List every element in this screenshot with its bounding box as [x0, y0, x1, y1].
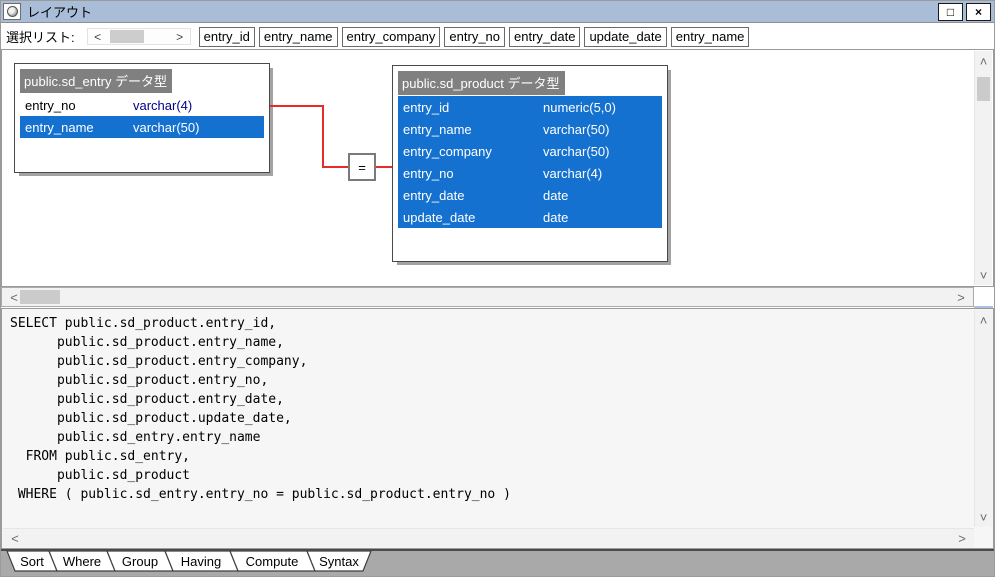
field-chip-entry-name-2[interactable]: entry_name	[670, 26, 750, 47]
column-row-entry-no[interactable]: entry_no varchar(4)	[398, 162, 662, 184]
view-tab-strip: Sort Where Group Having Compute Syntax	[1, 549, 994, 576]
svg-text:Sort: Sort	[20, 554, 44, 569]
column-row-entry-id[interactable]: entry_id numeric(5,0)	[398, 96, 662, 118]
tab-group[interactable]: Group	[106, 551, 174, 572]
table-sd-entry-header[interactable]: public.sd_entry データ型	[20, 69, 173, 93]
table-sd-product[interactable]: public.sd_product データ型 entry_id numeric(…	[392, 65, 668, 262]
sql-line: FROM public.sd_entry,	[10, 449, 191, 464]
chevron-right-icon[interactable]: ˃	[176, 29, 184, 44]
join-line	[322, 105, 324, 168]
sql-line: public.sd_product.entry_date,	[10, 392, 284, 407]
column-row-entry-company[interactable]: entry_company varchar(50)	[398, 140, 662, 162]
join-line	[324, 166, 348, 168]
column-row-entry-date[interactable]: entry_date date	[398, 184, 662, 206]
layout-icon	[3, 3, 21, 20]
chevron-up-icon[interactable]: ˄	[979, 312, 988, 328]
sql-line: public.sd_entry.entry_name	[10, 430, 261, 445]
field-chip-entry-name[interactable]: entry_name	[258, 26, 338, 47]
chevron-right-icon[interactable]: ˃	[957, 289, 965, 305]
table-sd-product-header[interactable]: public.sd_product データ型	[398, 71, 565, 95]
field-chip-entry-company[interactable]: entry_company	[341, 26, 441, 47]
tab-sort[interactable]: Sort	[6, 551, 58, 572]
column-row-entry-name[interactable]: entry_name varchar(50)	[398, 118, 662, 140]
table-diagram-canvas[interactable]: public.sd_entry データ型 entry_no varchar(4)…	[1, 49, 994, 287]
sql-line: public.sd_product.entry_no,	[10, 373, 269, 388]
tab-syntax[interactable]: Syntax	[306, 551, 372, 572]
column-row-entry-name[interactable]: entry_name varchar(50)	[20, 116, 264, 138]
chevron-left-icon[interactable]: ˂	[10, 289, 18, 305]
selection-list-bar: 選択リスト: ˂ ˃ entry_id entry_name entry_com…	[1, 24, 994, 49]
svg-text:Group: Group	[122, 554, 158, 569]
selection-list-label: 選択リスト:	[6, 30, 75, 45]
tab-having[interactable]: Having	[164, 551, 239, 572]
svg-text:Having: Having	[181, 554, 221, 569]
selection-list-scrollbar[interactable]: ˂ ˃	[86, 28, 191, 45]
svg-text:Compute: Compute	[246, 554, 299, 569]
join-line	[376, 166, 392, 168]
sql-line: public.sd_product.entry_company,	[10, 354, 308, 369]
field-chip-entry-no[interactable]: entry_no	[444, 26, 506, 47]
sql-line: SELECT public.sd_product.entry_id,	[10, 316, 277, 331]
field-chip-entry-id[interactable]: entry_id	[198, 26, 255, 47]
table-sd-entry[interactable]: public.sd_entry データ型 entry_no varchar(4)…	[14, 63, 270, 173]
titlebar: レイアウト □ ×	[1, 1, 994, 23]
sql-editor[interactable]: SELECT public.sd_product.entry_id, publi…	[2, 309, 974, 527]
chevron-right-icon[interactable]: ˃	[958, 530, 966, 546]
chevron-up-icon[interactable]: ˄	[979, 53, 988, 69]
chevron-down-icon[interactable]: ˅	[979, 509, 988, 525]
tab-compute[interactable]: Compute	[229, 551, 316, 572]
window-title: レイアウト	[27, 5, 93, 20]
join-operator-box[interactable]: =	[348, 153, 376, 181]
column-row-entry-no[interactable]: entry_no varchar(4)	[25, 97, 193, 113]
chevron-left-icon[interactable]: ˂	[94, 29, 102, 44]
column-row-update-date[interactable]: update_date date	[398, 206, 662, 228]
field-chip-entry-date[interactable]: entry_date	[509, 26, 581, 47]
sql-line: public.sd_product	[10, 468, 191, 483]
sql-line: public.sd_product.update_date,	[10, 411, 292, 426]
close-button[interactable]: ×	[966, 2, 991, 21]
svg-text:Syntax: Syntax	[319, 554, 359, 569]
chevron-left-icon[interactable]: ˂	[11, 530, 19, 546]
chevron-down-icon[interactable]: ˅	[979, 267, 988, 283]
tab-where[interactable]: Where	[48, 551, 116, 572]
scrollbar-thumb[interactable]	[20, 290, 60, 304]
sql-horizontal-scrollbar[interactable]: ˂ ˃	[3, 528, 974, 547]
scrollbar-thumb[interactable]	[977, 77, 990, 101]
maximize-button[interactable]: □	[938, 2, 963, 21]
sql-panel: SELECT public.sd_product.entry_id, publi…	[1, 308, 994, 549]
join-line	[270, 105, 324, 107]
sql-line: WHERE ( public.sd_entry.entry_no = publi…	[10, 487, 511, 502]
scrollbar-thumb[interactable]	[109, 30, 144, 43]
diagram-vertical-scrollbar[interactable]: ˄ ˅	[974, 51, 992, 285]
svg-text:Where: Where	[63, 554, 101, 569]
sql-vertical-scrollbar[interactable]: ˄ ˅	[974, 310, 992, 527]
diagram-horizontal-scrollbar[interactable]: ˂ ˃	[1, 287, 974, 307]
field-chip-update-date[interactable]: update_date	[584, 26, 667, 47]
sql-line: public.sd_product.entry_name,	[10, 335, 284, 350]
